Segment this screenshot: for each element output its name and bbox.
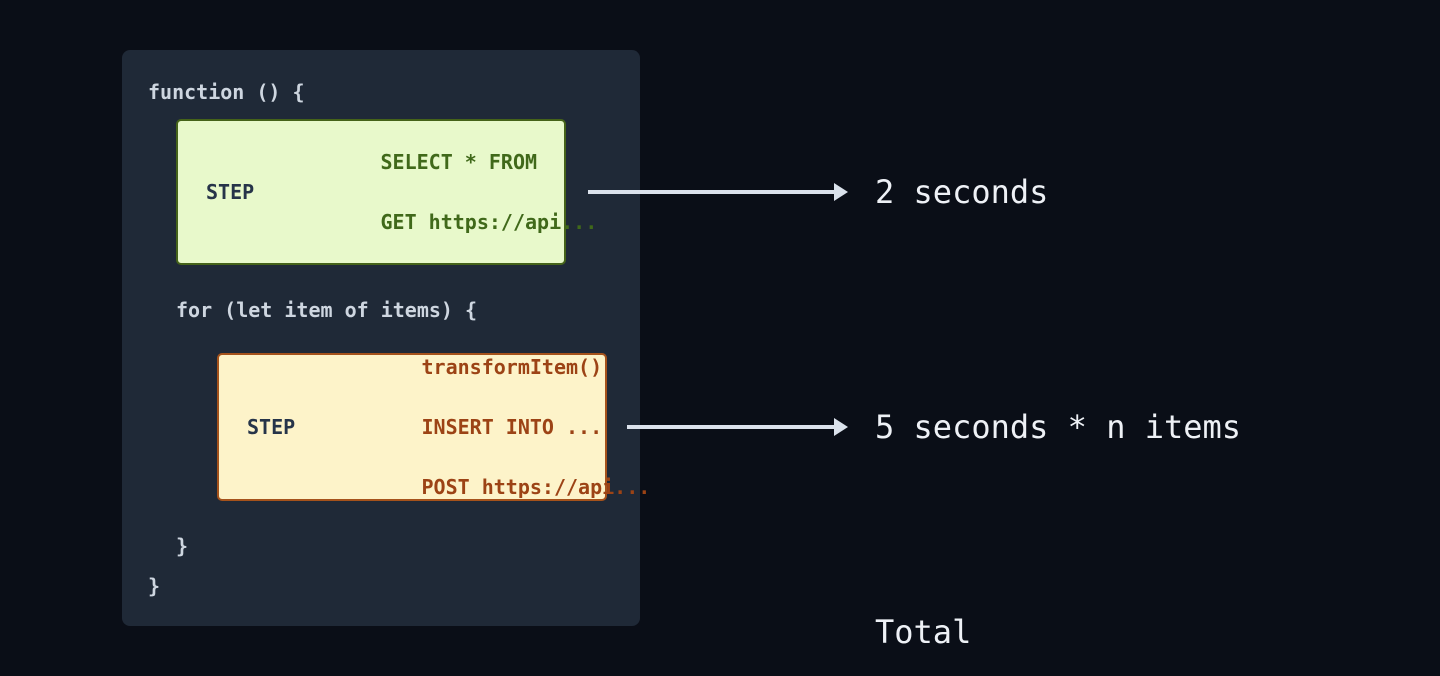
code-line-function-close: }	[148, 574, 161, 598]
arrow-head-icon	[834, 183, 848, 201]
code-line: GET https://api...	[380, 210, 598, 234]
code-panel: function () { STEP SELECT * FROM GET htt…	[122, 50, 650, 626]
arrow-shaft	[627, 425, 834, 429]
code-line-function-open: function () {	[148, 80, 305, 104]
code-line-for-close: }	[176, 534, 189, 558]
transform-load-step-box: STEP transformItem() INSERT INTO ... POS…	[217, 353, 650, 501]
total-label: Total	[875, 613, 972, 651]
arrow-shaft	[588, 190, 834, 194]
extract-duration-text: 2 seconds	[875, 173, 1049, 211]
code-line: INSERT INTO ...	[421, 415, 603, 439]
extract-step-code: SELECT * FROM GET https://api...	[284, 117, 598, 267]
step-label: STEP	[206, 180, 255, 204]
arrow-head-icon	[834, 418, 848, 436]
transform-step-code: transformItem() INSERT INTO ... POST htt…	[325, 322, 651, 532]
step-label: STEP	[247, 415, 296, 439]
arrow-extract-duration	[588, 183, 848, 201]
transform-duration-text: 5 seconds * n items	[875, 408, 1242, 446]
code-line: SELECT * FROM	[380, 150, 538, 174]
code-line-for-open: for (let item of items) {	[176, 298, 478, 322]
total-summary: Total 100 items = 502 seconds	[875, 532, 1318, 676]
code-line: POST https://api...	[421, 475, 651, 499]
arrow-transform-duration	[627, 418, 848, 436]
extract-step-box: STEP SELECT * FROM GET https://api...	[176, 119, 597, 265]
code-line: transformItem()	[421, 355, 603, 379]
